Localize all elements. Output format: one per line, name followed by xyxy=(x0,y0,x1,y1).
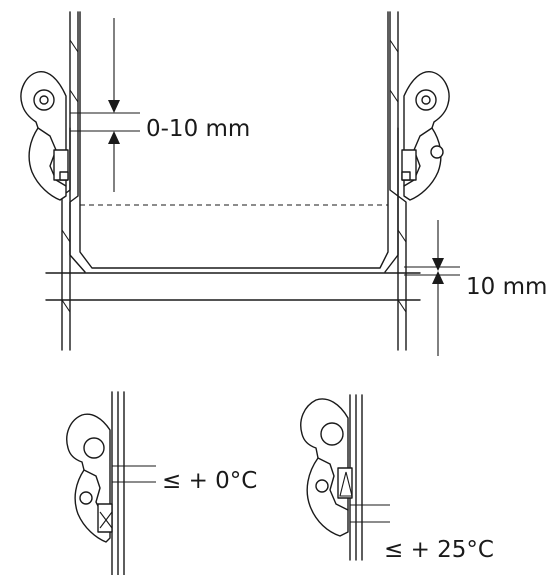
temp-high-label: ≤ + 25°C xyxy=(384,537,494,563)
gap-side-label: 10 mm xyxy=(466,274,547,300)
clamp-detail-low-temp xyxy=(66,391,156,575)
gap-top-label: 0-10 mm xyxy=(146,116,250,142)
dimension-gap-top xyxy=(70,18,140,192)
left-clamp xyxy=(20,71,69,201)
right-clamp xyxy=(401,71,450,201)
temp-low-label: ≤ + 0°C xyxy=(162,468,257,494)
clamp-detail-high-temp xyxy=(300,394,390,561)
main-assembly: 0-10 mm 10 mm xyxy=(20,11,547,356)
dimension-gap-side xyxy=(404,220,460,356)
inner-tank xyxy=(45,11,421,301)
